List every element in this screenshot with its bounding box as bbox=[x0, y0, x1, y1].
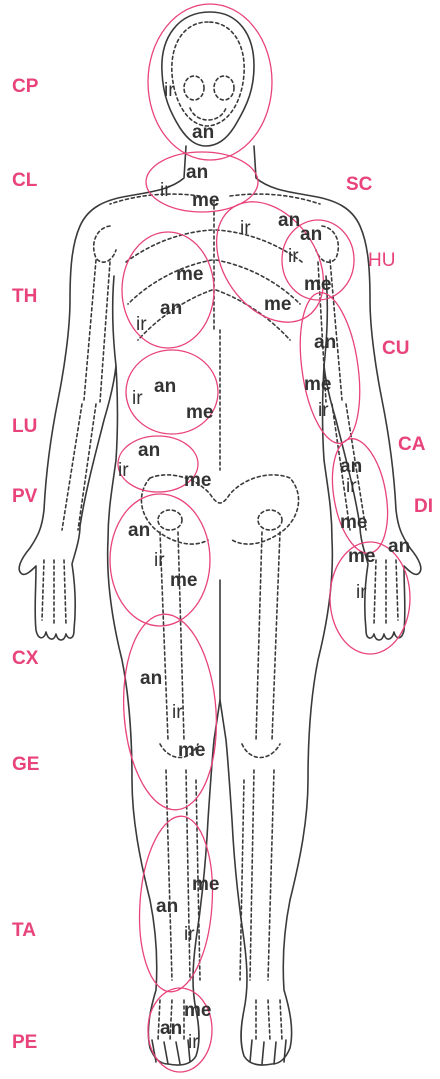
view-label-cp-ir: ir bbox=[164, 80, 175, 101]
region-code-ta: TA bbox=[12, 920, 36, 941]
view-label-cl-ir: ir bbox=[160, 180, 171, 201]
view-label-cl-me: me bbox=[192, 190, 219, 211]
region-ring-ge bbox=[117, 611, 222, 813]
view-label-di-an: an bbox=[388, 536, 410, 557]
region-code-sc: SC bbox=[346, 174, 373, 195]
view-label-pv-me: me bbox=[184, 470, 211, 491]
body-outline bbox=[19, 12, 421, 1065]
view-label-di-ir: ir bbox=[356, 582, 367, 603]
view-label-hu-ir: ir bbox=[288, 246, 299, 267]
right-knee bbox=[242, 744, 280, 758]
right-femur bbox=[256, 532, 280, 740]
left-hip-joint bbox=[158, 510, 182, 530]
view-label-ta-an: an bbox=[156, 896, 178, 917]
left-forearm bbox=[62, 404, 96, 530]
region-code-pv: PV bbox=[12, 486, 38, 507]
view-label-cx-an: an bbox=[128, 520, 150, 541]
region-code-lu: LU bbox=[12, 416, 37, 437]
view-label-th-an: an bbox=[160, 298, 182, 319]
view-label-th-me: me bbox=[176, 264, 203, 285]
view-label-pv-an: an bbox=[138, 440, 160, 461]
view-label-ge-an: an bbox=[140, 668, 162, 689]
region-code-cp: CP bbox=[12, 76, 39, 97]
view-label-ta-me: me bbox=[192, 874, 219, 895]
jaw bbox=[190, 108, 226, 120]
view-label-pe-an: an bbox=[160, 1018, 182, 1039]
pelvis bbox=[141, 475, 298, 544]
view-label-hu-me: me bbox=[304, 274, 331, 295]
view-label-cp-an: an bbox=[192, 122, 214, 143]
view-label-di-me: me bbox=[348, 546, 375, 567]
view-label-cl-an: an bbox=[186, 162, 208, 183]
left-hand-bones bbox=[42, 560, 66, 626]
region-code-pe: PE bbox=[12, 1032, 37, 1053]
left-humerus bbox=[84, 260, 110, 402]
left-scapula bbox=[94, 226, 116, 262]
right-hand-bones bbox=[374, 560, 398, 626]
view-label-ca-me: me bbox=[340, 512, 367, 533]
right-eye-socket bbox=[214, 76, 234, 100]
view-label-cu-an: an bbox=[314, 332, 336, 353]
view-label-cu-ir: ir bbox=[318, 400, 329, 421]
right-foot-bones bbox=[256, 1000, 282, 1040]
view-label-cx-ir: ir bbox=[154, 550, 165, 571]
region-code-ca: CA bbox=[398, 434, 426, 455]
view-label-ca-ir: ir bbox=[346, 476, 357, 497]
region-code-di: DI bbox=[414, 496, 433, 517]
region-code-cu: CU bbox=[382, 338, 409, 359]
view-label-sc-an: an bbox=[278, 210, 300, 231]
region-code-cx: CX bbox=[12, 648, 39, 669]
view-label-ge-me: me bbox=[178, 740, 205, 761]
left-inner-arm bbox=[113, 276, 116, 366]
view-label-lu-an: an bbox=[154, 376, 176, 397]
view-label-ta-ir: ir bbox=[184, 924, 195, 945]
view-label-cu-me: me bbox=[304, 374, 331, 395]
region-ring-cu bbox=[292, 289, 369, 447]
view-label-th-ir: ir bbox=[136, 314, 147, 335]
region-code-cl: CL bbox=[12, 170, 38, 191]
view-label-pv-ir: ir bbox=[118, 460, 129, 481]
view-label-lu-ir: ir bbox=[132, 388, 143, 409]
view-label-cx-me: me bbox=[170, 570, 197, 591]
view-label-sc-ir: ir bbox=[240, 218, 251, 239]
view-label-ca-an: an bbox=[340, 456, 362, 477]
view-label-lu-me: me bbox=[186, 402, 213, 423]
region-code-th: TH bbox=[12, 286, 37, 307]
view-label-sc-me: me bbox=[264, 294, 291, 315]
region-rings bbox=[110, 4, 410, 1072]
view-label-hu-an: an bbox=[300, 224, 322, 245]
right-hip-joint bbox=[258, 510, 282, 530]
left-eye-socket bbox=[184, 76, 204, 100]
view-label-ge-ir: ir bbox=[172, 702, 183, 723]
region-code-ge: GE bbox=[12, 754, 39, 775]
view-label-pe-me: me bbox=[184, 1000, 211, 1021]
skull bbox=[172, 22, 244, 126]
region-code-hu: HU bbox=[368, 250, 395, 271]
view-label-pe-ir: ir bbox=[188, 1032, 199, 1053]
